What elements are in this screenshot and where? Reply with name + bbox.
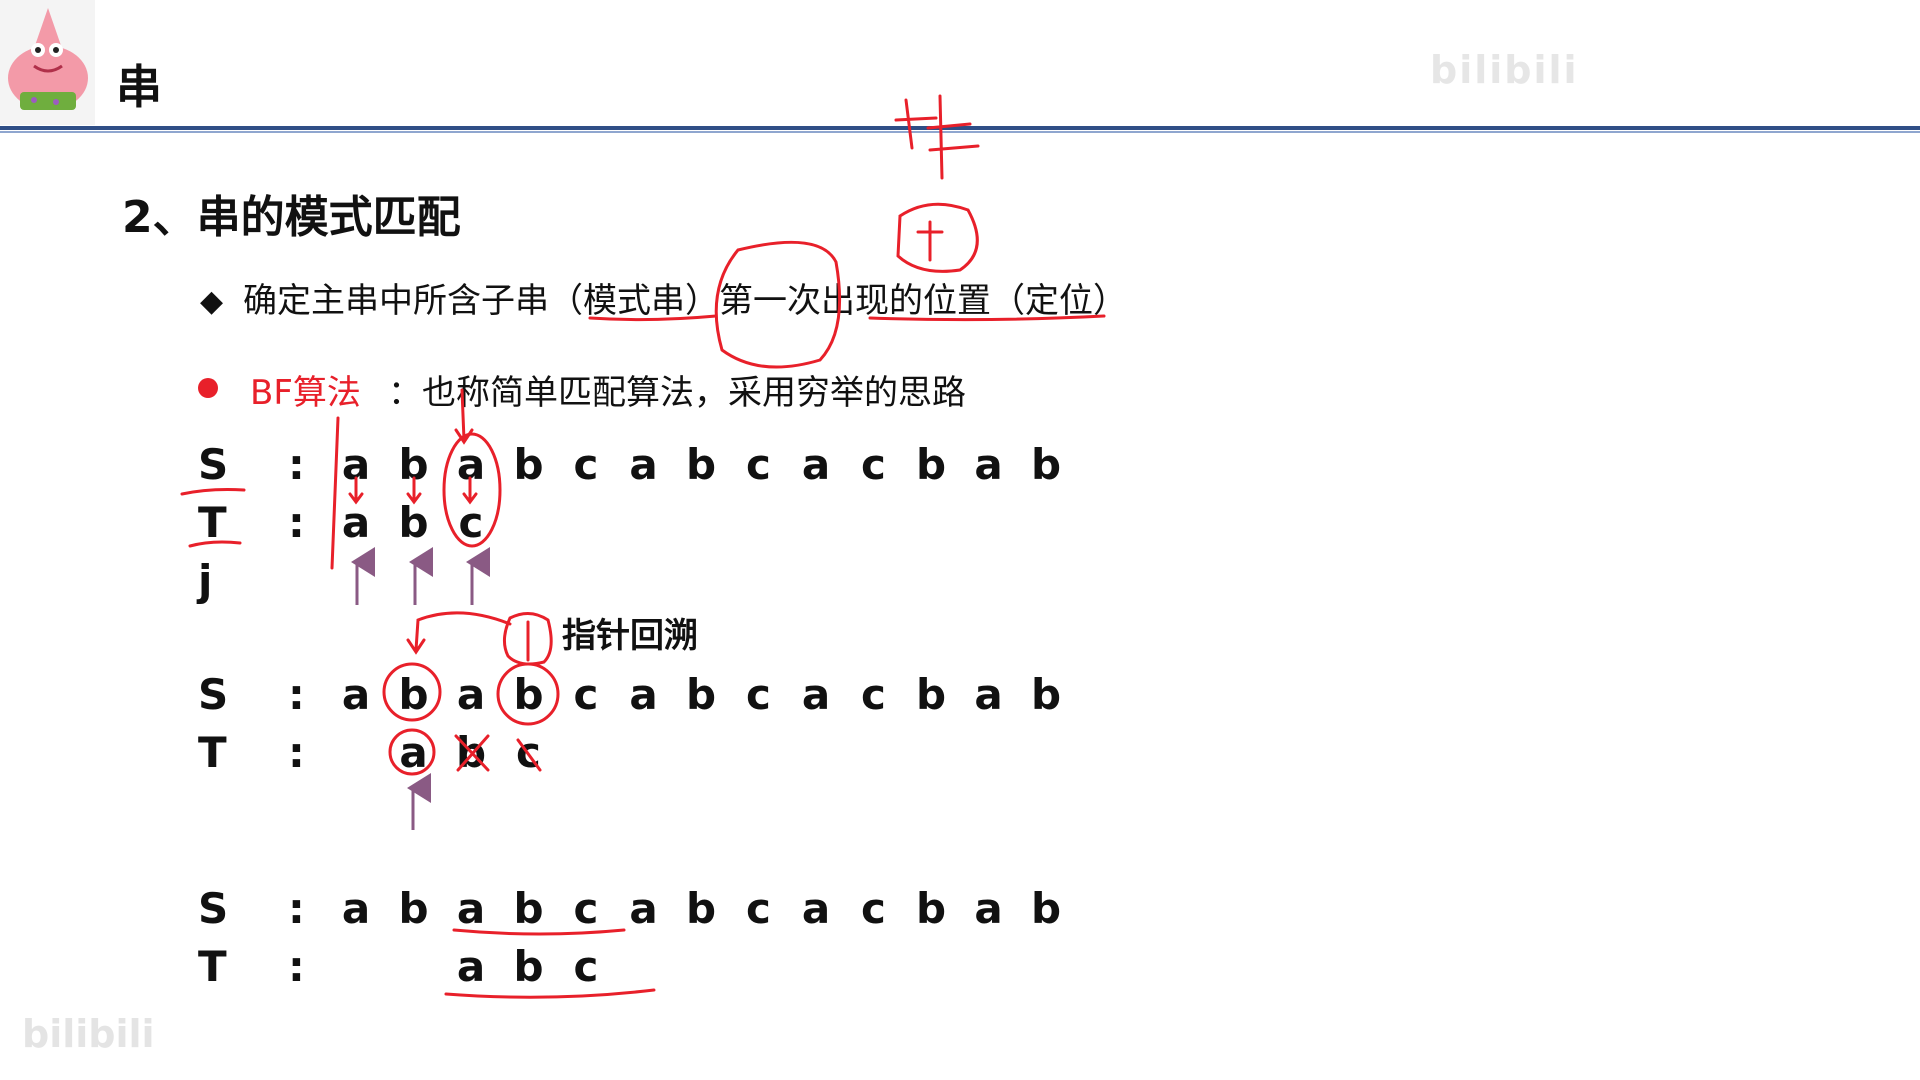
page-title: 串	[116, 60, 162, 114]
row-label: S	[198, 670, 229, 719]
sequence-char: c	[746, 670, 771, 719]
sequence-char: a	[974, 884, 1003, 933]
sequence-char: b	[1030, 670, 1062, 719]
sequence-char: a	[456, 670, 486, 719]
row-colon: :	[288, 884, 305, 933]
sequence-char: b	[455, 728, 487, 777]
section-title: 2、串的模式匹配	[122, 192, 461, 243]
sequence-char: b	[513, 670, 544, 719]
sequence-char: c	[746, 884, 771, 933]
sequence-char: a	[341, 440, 371, 489]
handwritten-note	[896, 202, 979, 273]
sequence-char: b	[398, 440, 429, 489]
sequence-char: a	[629, 884, 658, 933]
sequence-char: c	[861, 884, 886, 933]
sequence-char: a	[801, 440, 831, 489]
watermark-bottom: bilibili	[22, 1012, 155, 1056]
sequence-char: a	[341, 670, 371, 719]
sequence-char: c	[458, 498, 484, 547]
sequence-char: a	[801, 884, 831, 933]
sequence-char: a	[456, 440, 486, 489]
row-label: S	[198, 884, 229, 933]
row-label: j	[198, 556, 213, 605]
sequence-char: a	[801, 670, 831, 719]
handwritten-note	[894, 94, 980, 180]
sequence-char: b	[398, 498, 429, 547]
avatar-icon	[0, 0, 95, 125]
row-label: T	[198, 942, 227, 991]
sequence-char: c	[573, 884, 599, 933]
backtrack-label: 指针回溯	[562, 616, 698, 656]
sequence-char: b	[398, 884, 429, 933]
sequence-char: b	[915, 670, 947, 719]
red-circle	[503, 612, 553, 666]
sequence-char: a	[974, 670, 1003, 719]
sequence-char: a	[974, 440, 1003, 489]
sequence-char: b	[513, 884, 544, 933]
sequence-char: c	[573, 670, 599, 719]
sequence-char: b	[513, 942, 544, 991]
sequence-char: a	[629, 440, 658, 489]
sequence-char: c	[746, 440, 771, 489]
bullet-definition: 确定主串中所含子串（模式串）第一次出现的位置（定位）	[243, 281, 1127, 321]
sequence-char: a	[341, 884, 371, 933]
bf-algorithm-label: BF算法	[250, 373, 361, 413]
diamond-bullet-icon: ◆	[200, 284, 224, 319]
row-colon: :	[288, 498, 305, 547]
row-label: T	[198, 728, 227, 777]
sequence-char: a	[456, 942, 486, 991]
sequence-char: b	[513, 440, 544, 489]
header-divider	[0, 126, 1920, 130]
sequence-char: b	[915, 440, 947, 489]
sequence-char: a	[399, 728, 428, 777]
row-label: T	[198, 498, 227, 547]
red-underline	[180, 488, 246, 496]
sequence-char: a	[341, 498, 371, 547]
sequence-char: b	[1030, 884, 1062, 933]
row-colon: :	[288, 942, 305, 991]
sequence-char: c	[861, 670, 886, 719]
sequence-char: b	[685, 440, 717, 489]
header-divider-light	[0, 131, 1920, 133]
row-colon: :	[288, 670, 305, 719]
sequence-char: a	[456, 884, 486, 933]
watermark-top: bilibili	[1430, 48, 1579, 92]
sequence-char: c	[516, 728, 541, 777]
sequence-char: c	[573, 942, 599, 991]
sequence-char: b	[685, 884, 717, 933]
bf-algorithm-description: ：也称简单匹配算法，采用穷举的思路	[388, 373, 966, 413]
sequence-char: a	[629, 670, 658, 719]
sequence-char: c	[861, 440, 886, 489]
sequence-char: b	[685, 670, 717, 719]
row-colon: :	[288, 728, 305, 777]
row-colon: :	[288, 440, 305, 489]
red-mark	[406, 611, 512, 655]
red-dot-bullet-icon	[198, 378, 218, 398]
row-label: S	[198, 440, 229, 489]
sequence-char: c	[573, 440, 599, 489]
sequence-char: b	[398, 670, 429, 719]
sequence-char: b	[1030, 440, 1062, 489]
sequence-char: b	[915, 884, 947, 933]
